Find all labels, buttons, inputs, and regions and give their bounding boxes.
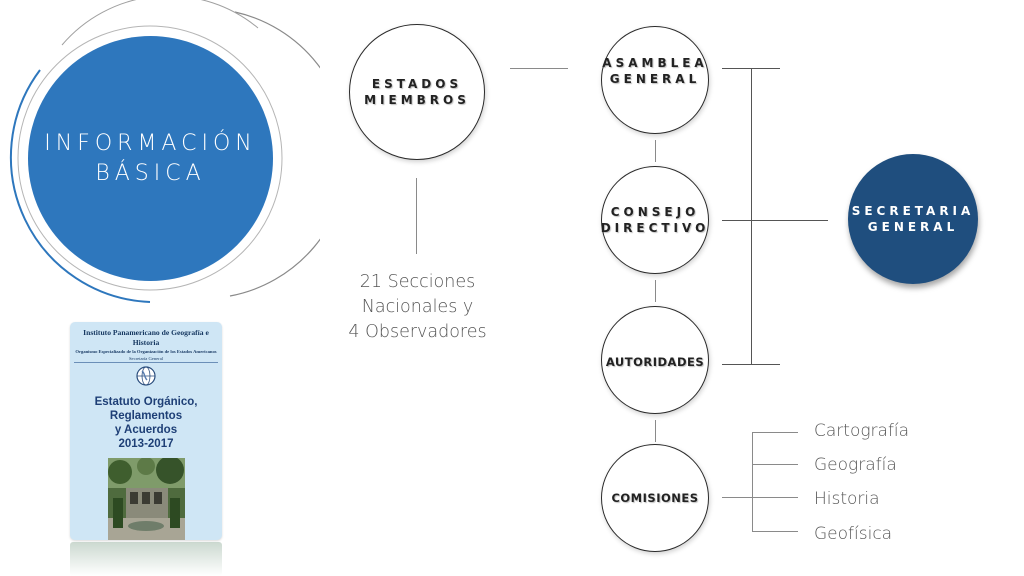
node-comisiones: COMISIONES bbox=[601, 444, 709, 552]
connector bbox=[752, 464, 798, 465]
connector bbox=[722, 220, 828, 221]
connector bbox=[510, 68, 568, 69]
book-title-line: y Acuerdos bbox=[114, 424, 178, 436]
node-label: CONSEJO DIRECTIVO bbox=[600, 205, 710, 235]
connector bbox=[722, 497, 752, 498]
book-secretaria: Secretaría General bbox=[128, 356, 164, 361]
comision-item: Cartografía bbox=[814, 421, 910, 441]
connector bbox=[655, 280, 656, 302]
node-label: ASAMBLEA GENERAL bbox=[602, 56, 708, 86]
node-label: COMISIONES bbox=[611, 491, 699, 505]
connector bbox=[722, 364, 780, 365]
connector bbox=[416, 178, 417, 254]
secciones-line: 4 Observadores bbox=[348, 322, 487, 342]
globe-icon bbox=[136, 366, 156, 386]
book-title-line: Estatuto Orgánico, bbox=[94, 396, 198, 408]
book-title-line: 2013-2017 bbox=[118, 438, 174, 450]
secciones-text: 21 Secciones Nacionales y 4 Observadores bbox=[330, 270, 505, 345]
title-rings bbox=[9, 0, 320, 303]
node-label: SECRETARIA GENERAL bbox=[851, 204, 975, 234]
connector bbox=[655, 140, 656, 162]
book-rule bbox=[74, 362, 218, 363]
comision-item: Geofísica bbox=[814, 524, 893, 544]
connector bbox=[655, 420, 656, 442]
book-reflection bbox=[70, 542, 222, 576]
connector bbox=[752, 432, 798, 433]
title-circle: INFORMACIÓN BÁSICA bbox=[28, 36, 273, 281]
node-label: ESTADOS MIEMBROS bbox=[364, 77, 470, 107]
secciones-line: Nacionales y bbox=[361, 297, 474, 317]
secciones-line: 21 Secciones bbox=[359, 272, 476, 292]
node-consejo-directivo: CONSEJO DIRECTIVO bbox=[601, 166, 709, 274]
connector bbox=[752, 497, 798, 498]
book-title-line: Reglamentos bbox=[109, 410, 183, 422]
title-line-2: BÁSICA bbox=[95, 160, 206, 186]
node-label: AUTORIDADES bbox=[605, 355, 705, 369]
connector bbox=[752, 531, 798, 532]
book-cover: Instituto Panamericano de Geografía e Hi… bbox=[70, 322, 222, 540]
connector bbox=[751, 68, 752, 364]
building-photo bbox=[108, 458, 185, 540]
comision-item: Geografía bbox=[814, 455, 897, 475]
node-asamblea-general: ASAMBLEA GENERAL bbox=[601, 26, 709, 134]
book-org: Instituto Panamericano de Geografía e Hi… bbox=[83, 328, 209, 347]
node-secretaria-general: SECRETARIA GENERAL bbox=[848, 154, 978, 284]
book-subtitle: Organismo Especializado de la Organizaci… bbox=[75, 349, 217, 354]
node-autoridades: AUTORIDADES bbox=[601, 306, 709, 414]
comision-item: Historia bbox=[814, 489, 880, 509]
title-line-1: INFORMACIÓN bbox=[44, 130, 257, 156]
book-title: Estatuto Orgánico, Reglamentos y Acuerdo… bbox=[70, 394, 222, 450]
connector bbox=[752, 432, 753, 531]
node-estados-miembros: ESTADOS MIEMBROS bbox=[349, 24, 485, 160]
